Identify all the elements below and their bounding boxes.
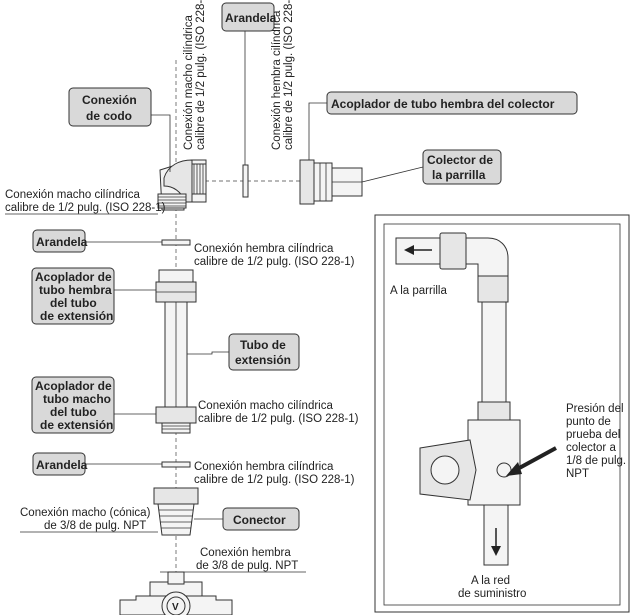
callout-acoplador-macho-text-1: Acoplador de <box>35 379 112 393</box>
callout-acoplador-hembra-text-2: tubo hembra <box>39 283 112 297</box>
connector-fitting <box>153 487 199 536</box>
svg-text:Conexión macho cilíndrica: Conexión macho cilíndrica <box>183 15 195 150</box>
callout-tubo-text-1: Tubo de <box>240 338 286 352</box>
callout-arandela-middle <box>32 229 86 253</box>
washer-middle <box>161 239 191 246</box>
callout-colector-text-1: Colector de <box>427 153 493 167</box>
svg-text:calibre de 1/2 pulg. (ISO 228-: calibre de 1/2 pulg. (ISO 228-1) <box>283 0 295 150</box>
svg-text:Conexión hembra cilíndrica: Conexión hembra cilíndrica <box>194 243 334 255</box>
svg-text:prueba del: prueba del <box>566 429 620 441</box>
inset-label-red: A la red de suministro <box>458 575 526 600</box>
callout-acoplador-colector-text: Acoplador de tubo hembra del colector <box>331 97 555 111</box>
regulator: V <box>119 571 233 615</box>
svg-text:calibre de 1/2 pulg. (ISO 228-: calibre de 1/2 pulg. (ISO 228-1) <box>194 474 355 486</box>
washer-lower <box>161 461 191 468</box>
callout-colector-text-2: la parrilla <box>432 168 486 182</box>
callout-acoplador-macho <box>31 376 115 434</box>
svg-text:calibre de 1/2 pulg. (ISO 228-: calibre de 1/2 pulg. (ISO 228-1) <box>194 256 355 268</box>
svg-text:Conexión hembra cilíndrica: Conexión hembra cilíndrica <box>194 461 334 473</box>
label-macho-left: Conexión macho cilíndrica calibre de 1/2… <box>5 189 166 215</box>
svg-text:1/8 de pulg.: 1/8 de pulg. <box>566 455 626 467</box>
callout-arandela-top <box>221 2 275 32</box>
callout-acoplador-hembra-text-3: del tubo <box>50 296 97 310</box>
elbow-fitting <box>157 159 207 211</box>
regulator-letter: V <box>172 602 179 613</box>
extension-male-coupler <box>155 406 197 434</box>
svg-text:NPT: NPT <box>566 468 589 480</box>
callout-conector-text: Conector <box>233 513 286 527</box>
label-hembra-1: Conexión hembra cilíndrica calibre de 1/… <box>194 243 355 268</box>
label-hembra-38: Conexión hembra de 3/8 de pulg. NPT <box>160 547 306 573</box>
callout-codo-text-1: Conexión <box>82 93 137 107</box>
callout-acoplador-hembra-text-1: Acoplador de <box>35 270 112 284</box>
svg-text:colector a: colector a <box>566 442 616 454</box>
callout-arandela-low-text: Arandela <box>36 458 88 472</box>
callout-acoplador-macho-text-3: del tubo <box>50 405 97 419</box>
extension-female-coupler <box>155 269 197 303</box>
washer-top <box>242 164 249 198</box>
label-hembra-2: Conexión hembra cilíndrica calibre de 1/… <box>194 461 355 486</box>
svg-text:Presión del: Presión del <box>566 403 624 415</box>
inset-panel: A la parrilla Presión del punto de prueb… <box>374 214 630 613</box>
svg-text:Conexión macho cilíndrica: Conexión macho cilíndrica <box>5 189 140 201</box>
callout-acoplador-hembra-text-4: de extensión <box>40 309 113 323</box>
inset-label-a-la-parrilla: A la parrilla <box>390 285 447 297</box>
svg-text:de 3/8 de pulg. NPT: de 3/8 de pulg. NPT <box>44 520 146 532</box>
svg-text:A la red: A la red <box>471 575 510 587</box>
label-macho-2: Conexión macho cilíndrica calibre de 1/2… <box>198 400 359 425</box>
svg-text:Conexión hembra: Conexión hembra <box>200 547 291 559</box>
svg-text:calibre de 1/2 pulg. (ISO 228-: calibre de 1/2 pulg. (ISO 228-1) <box>198 413 359 425</box>
callout-codo <box>68 87 152 127</box>
svg-text:punto de: punto de <box>566 416 611 428</box>
inset-label-presion: Presión del punto de prueba del colector… <box>566 403 626 480</box>
svg-text:calibre de 1/2 pulg. (ISO 228-: calibre de 1/2 pulg. (ISO 228-1) <box>5 202 166 214</box>
svg-text:calibre de 1/2 pulg. (ISO 228-: calibre de 1/2 pulg. (ISO 228-1) <box>195 0 207 150</box>
callout-tubo-text-2: extensión <box>235 353 291 367</box>
vert-label-hembra: Conexión hembra cilíndrica calibre de 1/… <box>271 0 295 150</box>
manifold-coupler <box>299 159 363 205</box>
svg-text:de suministro: de suministro <box>458 588 526 600</box>
vert-label-macho: Conexión macho cilíndrica calibre de 1/2… <box>183 0 207 150</box>
callout-arandela-middle-text: Arandela <box>36 235 88 249</box>
svg-text:de 3/8 de pulg. NPT: de 3/8 de pulg. NPT <box>196 560 298 572</box>
callout-codo-text-2: de codo <box>86 109 132 123</box>
callout-acoplador-macho-text-2: tubo macho <box>43 392 111 406</box>
svg-text:Conexión hembra cilíndrica: Conexión hembra cilíndrica <box>271 10 283 150</box>
svg-text:Conexión macho cilíndrica: Conexión macho cilíndrica <box>198 400 333 412</box>
svg-text:Conexión macho (cónica): Conexión macho (cónica) <box>20 507 151 519</box>
callout-acoplador-hembra <box>31 267 115 325</box>
callout-acoplador-macho-text-4: de extensión <box>40 418 113 432</box>
label-conico: Conexión macho (cónica) de 3/8 de pulg. … <box>20 507 158 533</box>
callout-arandela-top-text: Arandela <box>225 11 277 25</box>
